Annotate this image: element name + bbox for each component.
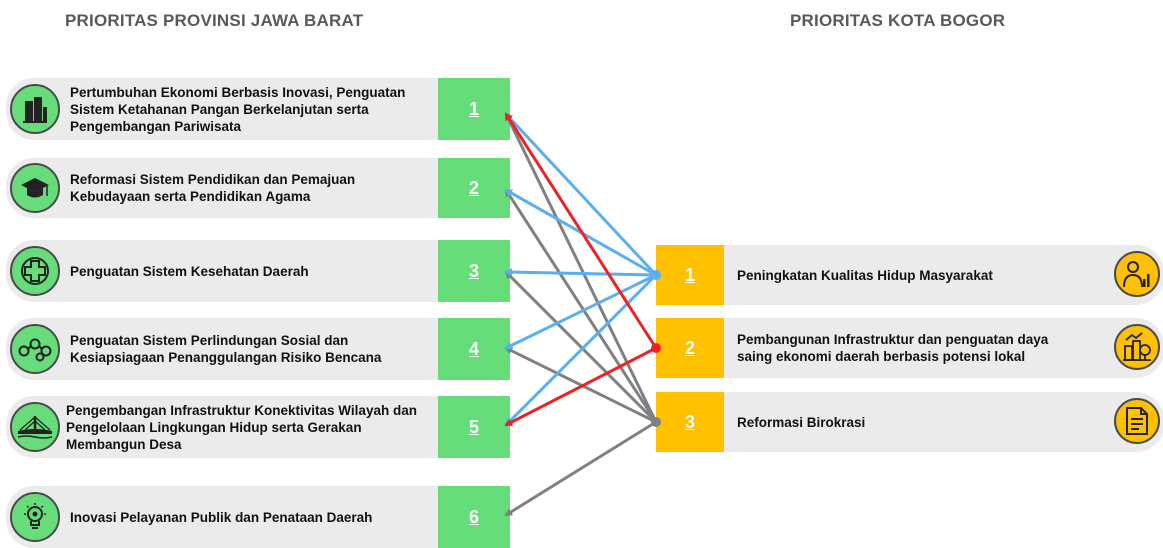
right-priority-number: 1 (656, 245, 724, 305)
person-chart-icon (1114, 251, 1160, 297)
right-priority-3: 3 Reformasi Birokrasi (656, 392, 1163, 452)
right-bar (724, 245, 1163, 305)
link-right-1-to-left-4 (504, 273, 657, 350)
lightbulb-gear-icon (10, 492, 60, 542)
left-priority-number: 6 (438, 486, 510, 548)
right-priority-text: Peningkatan Kualitas Hidup Masyarakat (737, 267, 993, 283)
right-priority-2: 2 Pembangunan Infrastruktur dan penguata… (656, 318, 1163, 378)
left-priority-text: Pengembangan Infrastruktur Konektivitas … (66, 402, 417, 452)
right-priority-number: 2 (656, 318, 724, 378)
link-right-1-to-left-5 (504, 273, 658, 427)
link-right-3-to-left-3 (504, 270, 658, 424)
city-growth-icon (1114, 324, 1160, 370)
link-origin-dot (651, 270, 661, 280)
link-right-1-to-left-3 (504, 268, 657, 277)
right-priority-1: 1 Peningkatan Kualitas Hidup Masyarakat (656, 245, 1163, 305)
left-priority-text: Inovasi Pelayanan Publik dan Penataan Da… (70, 509, 373, 525)
left-bar (6, 158, 438, 218)
left-bar (6, 486, 438, 548)
social-network-icon (10, 324, 60, 374)
link-right-1-to-left-1 (504, 112, 658, 277)
left-priority-6: Inovasi Pelayanan Publik dan Penataan Da… (6, 486, 510, 548)
left-bar (6, 78, 438, 140)
left-title: PRIORITAS PROVINSI JAWA BARAT (65, 11, 364, 30)
left-priority-number: 2 (438, 158, 510, 218)
graduation-cap-icon (10, 163, 60, 213)
link-right-3-to-left-1 (504, 112, 658, 423)
right-priority-number: 3 (656, 392, 724, 452)
right-title: PRIORITAS KOTA BOGOR (790, 11, 1006, 30)
buildings-icon (10, 84, 60, 134)
link-right-2-to-left-1 (504, 112, 658, 349)
left-bar (6, 318, 438, 380)
bridge-icon (10, 402, 60, 452)
left-priority-text: Penguatan Sistem Perlindungan Sosial dan… (70, 333, 382, 365)
left-priority-number: 1 (438, 78, 510, 140)
left-priority-4: Penguatan Sistem Perlindungan Sosial dan… (6, 318, 510, 380)
left-priority-3: Penguatan Sistem Kesehatan Daerah 3 (6, 240, 510, 302)
right-priority-text: Pembangunan Infrastruktur dan penguatan … (737, 332, 1049, 364)
left-priority-text: Penguatan Sistem Kesehatan Daerah (70, 263, 309, 279)
left-priority-number: 5 (438, 396, 510, 458)
left-priority-text: Reformasi Sistem Pendidikan dan Pemajuan… (70, 172, 356, 204)
right-bar (724, 318, 1163, 378)
link-origin-dot (651, 417, 661, 427)
left-priority-1: Pertumbuhan Ekonomi Berbasis Inovasi, Pe… (6, 78, 510, 140)
left-bar (6, 396, 438, 458)
right-bar (724, 392, 1163, 452)
left-priority-number: 4 (438, 318, 510, 380)
left-bar (6, 240, 438, 302)
document-icon (1114, 398, 1160, 444)
link-right-2-to-left-5 (504, 346, 657, 427)
left-priority-number: 3 (438, 240, 510, 302)
left-priority-2: Reformasi Sistem Pendidikan dan Pemajuan… (6, 158, 510, 218)
link-origin-dot (651, 343, 661, 353)
right-priority-text: Reformasi Birokrasi (737, 414, 866, 430)
link-right-3-to-left-6 (504, 420, 657, 517)
left-priority-text: Pertumbuhan Ekonomi Berbasis Inovasi, Pe… (70, 84, 406, 134)
medical-cross-icon (10, 246, 60, 296)
link-right-3-to-left-2 (504, 188, 658, 423)
left-priority-5: Pengembangan Infrastruktur Konektivitas … (6, 396, 510, 458)
